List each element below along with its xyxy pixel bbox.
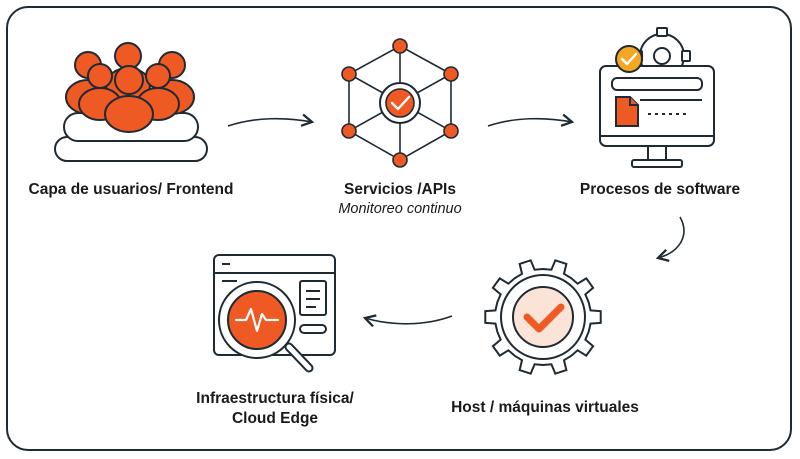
node-processes-title: Procesos de software: [579, 181, 741, 198]
arrow-services-to-processes: [487, 113, 575, 127]
users-group-icon: [54, 42, 208, 162]
software-monitor-gear-icon: [599, 27, 715, 168]
arrow-processes-to-host: [655, 216, 685, 263]
node-services-label: Servicios /APIs Monitoreo continuo: [290, 180, 510, 219]
node-infra-label: Infraestructura física/ Cloud Edge: [170, 389, 380, 429]
node-services-subtitle: Monitoreo continuo: [338, 201, 462, 217]
api-hexagon-network-icon: [341, 38, 459, 168]
node-host-title: Host / máquinas virtuales: [451, 399, 639, 416]
node-host-label: Host / máquinas virtuales: [440, 398, 650, 418]
node-services-title: Servicios /APIs: [343, 181, 456, 198]
arrow-users-to-services: [227, 113, 315, 127]
node-processes-label: Procesos de software: [560, 180, 760, 200]
diagram-frame: [6, 6, 792, 451]
arrow-host-to-infra: [362, 314, 453, 328]
infrastructure-magnifier-icon: [213, 254, 336, 373]
node-infra-title-line2: Cloud Edge: [231, 410, 319, 427]
node-users-title: Capa de usuarios/ Frontend: [28, 181, 234, 198]
node-infra-title-line1: Infraestructura física/: [196, 390, 354, 407]
host-gear-check-icon: [484, 259, 602, 375]
node-users-label: Capa de usuarios/ Frontend: [20, 180, 242, 200]
